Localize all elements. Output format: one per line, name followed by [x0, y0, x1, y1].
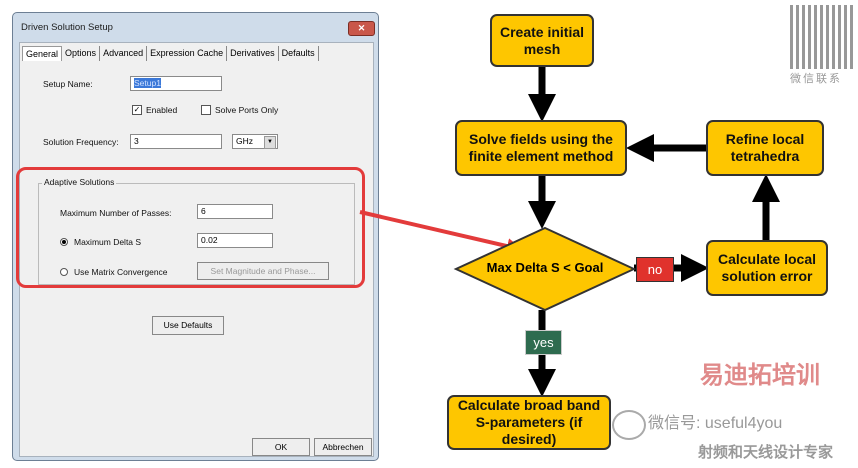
max-passes-input[interactable]: 6: [197, 204, 273, 219]
matrix-convergence-label: Use Matrix Convergence: [74, 267, 168, 277]
slogan-watermark: 射频和天线设计专家: [698, 443, 834, 461]
broadband-box: Calculate broad band S-parameters (if de…: [447, 395, 611, 450]
frequency-unit-select[interactable]: GHz ▼: [232, 134, 278, 149]
decision-diamond: [453, 226, 637, 312]
red-pointer-arrow: [359, 210, 523, 254]
group-title: Adaptive Solutions: [42, 177, 117, 187]
create-mesh-box: Create initial mesh: [490, 14, 594, 67]
solve-ports-checkbox[interactable]: [201, 105, 211, 115]
setup-name-value: Setup1: [134, 78, 161, 88]
highlight-outline: [16, 167, 365, 288]
ok-button[interactable]: OK: [252, 438, 310, 456]
calc-error-box: Calculate local solution error: [706, 240, 828, 296]
tab-expression-cache[interactable]: Expression Cache: [147, 46, 228, 61]
tab-advanced[interactable]: Advanced: [100, 46, 148, 61]
max-delta-label: Maximum Delta S: [74, 237, 142, 247]
decision-label: Max Delta S < Goal: [486, 260, 604, 275]
qr-code-icon: [790, 5, 854, 69]
adaptive-solutions-group: [38, 183, 355, 285]
tab-derivatives[interactable]: Derivatives: [227, 46, 279, 61]
tab-options[interactable]: Options: [62, 46, 101, 61]
wechat-icon: [612, 410, 646, 440]
frequency-label: Solution Frequency:: [43, 137, 119, 147]
dialog-panel: General Options Advanced Expression Cach…: [19, 42, 374, 457]
setup-name-label: Setup Name:: [43, 79, 93, 89]
max-delta-radio[interactable]: [60, 238, 68, 246]
dialog-title: Driven Solution Setup: [21, 22, 113, 33]
matrix-convergence-radio[interactable]: [60, 268, 68, 276]
close-button[interactable]: ✕: [348, 21, 375, 36]
use-defaults-button[interactable]: Use Defaults: [152, 316, 224, 335]
enabled-label: Enabled: [146, 105, 178, 115]
chevron-down-icon: ▼: [264, 136, 276, 149]
brand-watermark: 易迪拓培训: [700, 362, 820, 389]
tab-general[interactable]: General: [22, 46, 63, 61]
setup-name-input[interactable]: Setup1: [130, 76, 222, 91]
wechat-id: 微信号: useful4you: [648, 415, 783, 432]
refine-box: Refine local tetrahedra: [706, 120, 824, 176]
max-delta-input[interactable]: 0.02: [197, 233, 273, 248]
tab-defaults[interactable]: Defaults: [279, 46, 319, 61]
no-label: no: [636, 257, 674, 282]
tab-bar: General Options Advanced Expression Cach…: [22, 46, 319, 61]
enabled-checkbox[interactable]: ✓: [132, 105, 142, 115]
driven-solution-setup-dialog: Driven Solution Setup ✕ General Options …: [12, 12, 379, 461]
frequency-unit-value: GHz: [236, 136, 253, 146]
solve-fields-box: Solve fields using the finite element me…: [455, 120, 627, 176]
qr-caption: 微信联系: [790, 73, 842, 85]
yes-label: yes: [525, 330, 562, 355]
cancel-button[interactable]: Abbrechen: [314, 438, 372, 456]
set-magnitude-phase-button[interactable]: Set Magnitude and Phase...: [197, 262, 329, 280]
solve-ports-label: Solve Ports Only: [215, 105, 279, 115]
frequency-input[interactable]: 3: [130, 134, 222, 149]
max-passes-label: Maximum Number of Passes:: [60, 208, 172, 218]
